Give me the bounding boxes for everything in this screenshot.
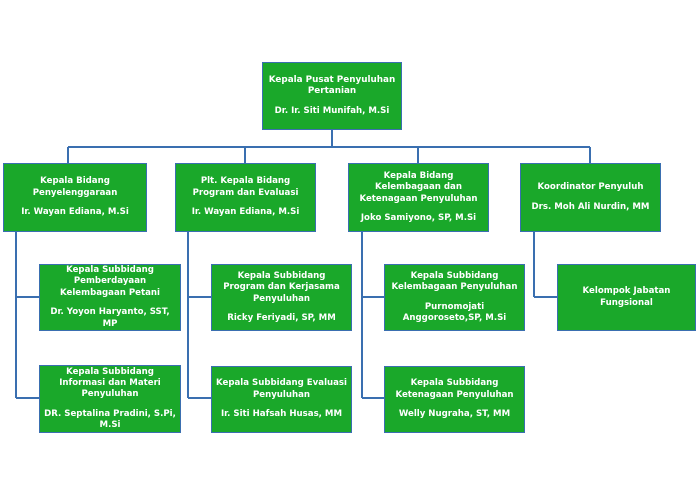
root-name: Dr. Ir. Siti Munifah, M.Si [274,105,390,116]
subdivision-title: Kepala Subbidang Program dan Kerjasama P… [223,270,340,304]
subdivision-node-pemberdayaan: Kepala Subbidang Pemberdayaan Kelembagaa… [39,264,181,331]
division-node-kelembagaan-ketenagaan: Kepala Bidang Kelembagaan dan Ketenagaan… [348,163,489,232]
subdivision-title: Kepala Subbidang Pemberdayaan Kelembagaa… [60,265,160,298]
division-name: Joko Samiyono, SP, M.Si [360,212,477,223]
subdivision-name: DR. Septalina Pradini, S.Pi, M.Si [44,408,176,431]
subdivision-title: Kepala Subbidang Kelembagaan Penyuluhan [391,270,518,293]
division-node-program-evaluasi: Plt. Kepala Bidang Program dan Evaluasi … [175,163,316,232]
subdivision-title: Kepala Subbidang Informasi dan Materi Pe… [59,366,161,400]
subdivision-title: Kelompok Jabatan Fungsional [582,286,671,308]
division-name: Drs. Moh Ali Nurdin, MM [531,201,650,212]
division-node-koordinator: Koordinator Penyuluh Drs. Moh Ali Nurdin… [520,163,661,232]
subdivision-node-jabatan-fungsional: Kelompok Jabatan Fungsional [557,264,696,331]
subdivision-node-informasi: Kepala Subbidang Informasi dan Materi Pe… [39,365,181,433]
division-title: Kepala Bidang Penyelenggaraan [32,176,118,198]
subdivision-name: Purnomojati Anggoroseto,SP, M.Si [402,301,507,323]
subdivision-name: Dr. Yoyon Haryanto, SST, MP [50,307,170,329]
division-name: Ir. Wayan Ediana, M.Si [21,207,129,218]
subdivision-node-ketenagaan: Kepala Subbidang Ketenagaan Penyuluhan W… [384,366,525,433]
subdivision-name: Ricky Feriyadi, SP, MM [227,312,336,323]
subdivision-title: Kepala Subbidang Evaluasi Penyuluhan [216,378,347,400]
root-title: Kepala Pusat Penyuluhan Pertanian [268,74,396,97]
division-node-penyelenggaraan: Kepala Bidang Penyelenggaraan Ir. Wayan … [3,163,147,232]
subdivision-title: Kepala Subbidang Ketenagaan Penyuluhan [395,378,514,400]
subdivision-node-evaluasi: Kepala Subbidang Evaluasi Penyuluhan Ir.… [211,366,352,433]
subdivision-node-kelembagaan: Kepala Subbidang Kelembagaan Penyuluhan … [384,264,525,331]
division-name: Ir. Wayan Ediana, M.Si [191,207,300,218]
division-title: Kepala Bidang Kelembagaan dan Ketenagaan… [359,170,478,204]
subdivision-name: Ir. Siti Hafsah Husas, MM [220,409,343,420]
division-title: Plt. Kepala Bidang Program dan Evaluasi [192,176,299,198]
subdivision-name: Welly Nugraha, ST, MM [398,409,511,420]
subdivision-node-program-kerjasama: Kepala Subbidang Program dan Kerjasama P… [211,264,352,331]
division-title: Koordinator Penyuluh [537,182,644,193]
root-node: Kepala Pusat Penyuluhan Pertanian Dr. Ir… [262,62,402,130]
